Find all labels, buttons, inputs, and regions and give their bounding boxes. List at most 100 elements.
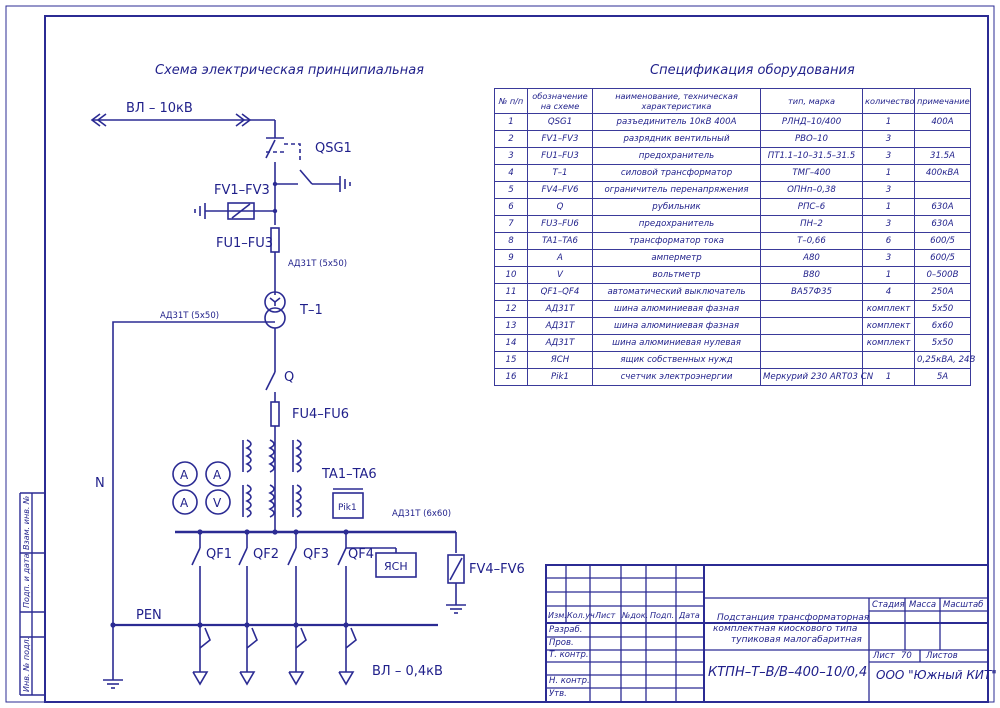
- arrester-fv1: [194, 202, 275, 220]
- spec-cell-num: 14: [494, 334, 528, 352]
- stamp-col-izm: Изм.: [548, 611, 567, 620]
- disconnector-qsg1: [265, 137, 351, 225]
- spec-header-designation: обозначение на схеме: [527, 88, 593, 114]
- spec-cell-qty: 1: [862, 164, 915, 182]
- label-fu4: FU4–FU6: [292, 407, 349, 422]
- spec-cell-num: 2: [494, 130, 528, 148]
- spec-cell-name: шина алюминиевая фазная: [592, 300, 761, 318]
- spec-cell-designation: QSG1: [527, 113, 593, 131]
- sidebar-inv-label: Инв. № подл.: [22, 637, 31, 692]
- spec-cell-type: ПН–2: [760, 215, 863, 233]
- spec-cell-qty: комплект: [862, 317, 915, 335]
- spec-cell-designation: FU3–FU6: [527, 215, 593, 233]
- fuse-fu4: [270, 401, 280, 427]
- spec-cell-name: шина алюминиевая нулевая: [592, 334, 761, 352]
- feeders: [191, 532, 457, 686]
- meter-a1-label: A: [180, 468, 189, 482]
- spec-cell-note: 630А: [914, 198, 971, 216]
- spec-cell-type: РЛНД–10/400: [760, 113, 863, 131]
- spec-header-type: тип, марка: [760, 88, 863, 114]
- stamp-org: ООО "Южный КИТ": [876, 668, 997, 682]
- spec-cell-num: 15: [494, 351, 528, 369]
- spec-cell-type: ПТ1.1–10–31.5–31.5: [760, 147, 863, 165]
- label-n: N: [95, 476, 105, 491]
- stamp-mass: Масса: [909, 600, 937, 610]
- spec-cell-num: 13: [494, 317, 528, 335]
- spec-cell-designation: QF1–QF4: [527, 283, 593, 301]
- meter-a3-label: A: [180, 496, 189, 510]
- meter-a2-label: A: [213, 468, 222, 482]
- spec-cell-designation: FU1–FU3: [527, 147, 593, 165]
- switch-q: [265, 371, 276, 402]
- ground-n: [103, 679, 123, 689]
- spec-header-row: № п/п обозначение на схеме наименование,…: [494, 88, 971, 114]
- spec-cell-note: 250А: [914, 283, 971, 301]
- stamp-col-doc: №док.: [622, 611, 649, 620]
- spec-cell-name: вольтметр: [592, 266, 761, 284]
- spec-cell-num: 3: [494, 147, 528, 165]
- spec-cell-designation: TA1–TA6: [527, 232, 593, 250]
- binding-strip: [19, 492, 45, 696]
- label-lv-line: ВЛ – 0,4кВ: [372, 664, 443, 679]
- stamp-role-approve: Утв.: [549, 689, 567, 699]
- ammeter-2: [205, 461, 231, 487]
- spec-header-qty: количество: [862, 88, 915, 114]
- spec-cell-note: 0,25кВА, 24В: [914, 351, 975, 369]
- spec-cell-designation: АД31Т: [527, 334, 593, 352]
- spec-cell-designation: АД31Т: [527, 317, 593, 335]
- label-bus1: АД31Т (5х50): [288, 259, 347, 269]
- spec-cell-qty: 4: [862, 283, 915, 301]
- label-fv4: FV4–FV6: [469, 562, 525, 577]
- neutral-line: [112, 321, 275, 680]
- stamp-role-ncontr: Н. контр.: [549, 676, 590, 686]
- spec-cell-note: 5х50: [914, 334, 971, 352]
- spec-cell-type: А80: [760, 249, 863, 267]
- spec-cell-note: 5А: [914, 368, 971, 386]
- spec-cell-designation: Т–1: [527, 164, 593, 182]
- meter-v-label: V: [213, 496, 222, 510]
- spec-cell-num: 8: [494, 232, 528, 250]
- stamp-role-dev: Разраб.: [549, 625, 583, 635]
- stamp-title-2: комплектная киоскового типа: [713, 624, 858, 634]
- spec-cell-note: [914, 181, 971, 199]
- label-pik: Pik1: [338, 503, 357, 513]
- label-q: Q: [284, 370, 294, 385]
- spec-cell-type: ВА57Ф35: [760, 283, 863, 301]
- transformer-t1: [264, 291, 286, 372]
- stamp-col-list: Лист: [595, 611, 616, 620]
- arrester-fv4: [446, 554, 466, 614]
- label-hv-line: ВЛ – 10кВ: [126, 101, 193, 116]
- energy-meter-box: [332, 492, 364, 519]
- spec-cell-qty: 1: [862, 113, 915, 131]
- spec-cell-qty: 3: [862, 249, 915, 267]
- spec-cell-qty: [862, 351, 915, 369]
- inner-frame: [44, 15, 989, 703]
- label-pen: PEN: [136, 608, 162, 623]
- scheme-title: Схема электрическая принципиальная: [155, 63, 424, 78]
- stamp-title-3: тупиковая малогабаритная: [731, 635, 862, 645]
- stamp-sheet: Лист: [873, 651, 895, 661]
- spec-cell-type: Меркурий 230 ART03 CN: [760, 368, 873, 386]
- ammeter-1: [172, 461, 198, 487]
- spec-cell-type: Т–0,66: [760, 232, 863, 250]
- label-qf4: QF4: [348, 547, 374, 562]
- spec-cell-name: трансформатор тока: [592, 232, 761, 250]
- spec-cell-type: ОПНп–0,38: [760, 181, 863, 199]
- spec-cell-type: [760, 334, 863, 352]
- spec-cell-type: В80: [760, 266, 863, 284]
- spec-cell-qty: 1: [862, 198, 915, 216]
- spec-cell-num: 16: [494, 368, 528, 386]
- stamp-col-date: Дата: [679, 611, 700, 620]
- spec-cell-type: ТМГ–400: [760, 164, 863, 182]
- current-transformers: [242, 439, 302, 518]
